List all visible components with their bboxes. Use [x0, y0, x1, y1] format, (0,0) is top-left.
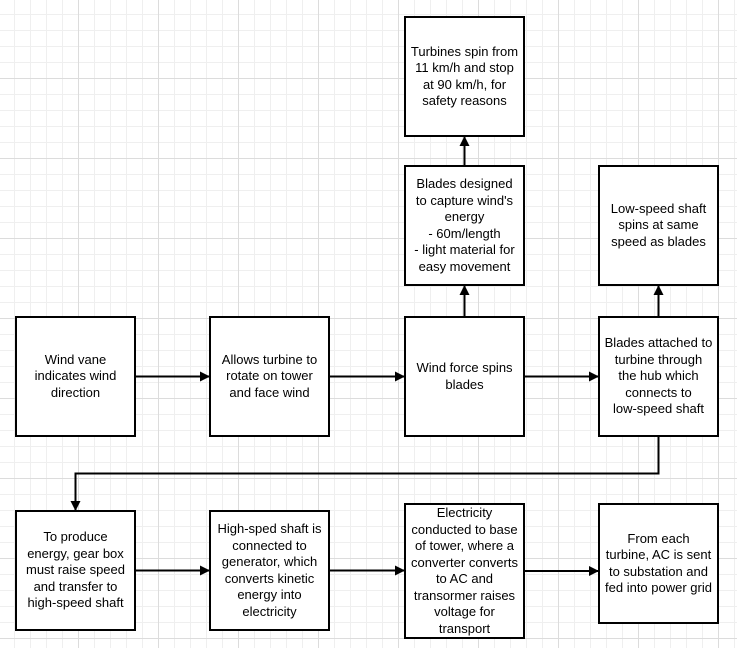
node-blades-attached-hub: Blades attached to turbine through the h…: [598, 316, 719, 437]
node-high-speed-shaft: High-sped shaft is connected to generato…: [209, 510, 330, 631]
node-blades-designed: Blades designed to capture wind's energy…: [404, 165, 525, 286]
node-wind-vane: Wind vane indicates wind direction: [15, 316, 136, 437]
node-label: To produce energy, gear box must raise s…: [26, 529, 125, 611]
node-label: High-sped shaft is connected to generato…: [217, 521, 322, 619]
node-wind-force-spins-blades: Wind force spins blades: [404, 316, 525, 437]
node-label: Wind force spins blades: [416, 360, 513, 392]
node-allows-turbine-rotate: Allows turbine to rotate on tower and fa…: [209, 316, 330, 437]
node-label: From each turbine, AC is sent to substat…: [605, 530, 712, 596]
connector-arrow: [70, 437, 660, 511]
node-label: Turbines spin from 11 km/h and stop at 9…: [410, 43, 519, 109]
node-label: Wind vane indicates wind direction: [34, 351, 117, 400]
node-gear-box: To produce energy, gear box must raise s…: [15, 510, 136, 631]
node-label: Blades designed to capture wind's energy…: [414, 176, 515, 274]
node-label: Low-speed shaft spins at same speed as b…: [610, 200, 707, 249]
node-label: Allows turbine to rotate on tower and fa…: [221, 351, 318, 400]
node-label: Electricity conducted to base of tower, …: [411, 505, 518, 636]
node-turbine-speed-limits: Turbines spin from 11 km/h and stop at 9…: [404, 16, 525, 137]
node-label: Blades attached to turbine through the h…: [604, 335, 713, 417]
node-low-speed-shaft: Low-speed shaft spins at same speed as b…: [598, 165, 719, 286]
node-ac-to-power-grid: From each turbine, AC is sent to substat…: [598, 503, 719, 624]
node-electricity-conducted: Electricity conducted to base of tower, …: [404, 503, 525, 639]
